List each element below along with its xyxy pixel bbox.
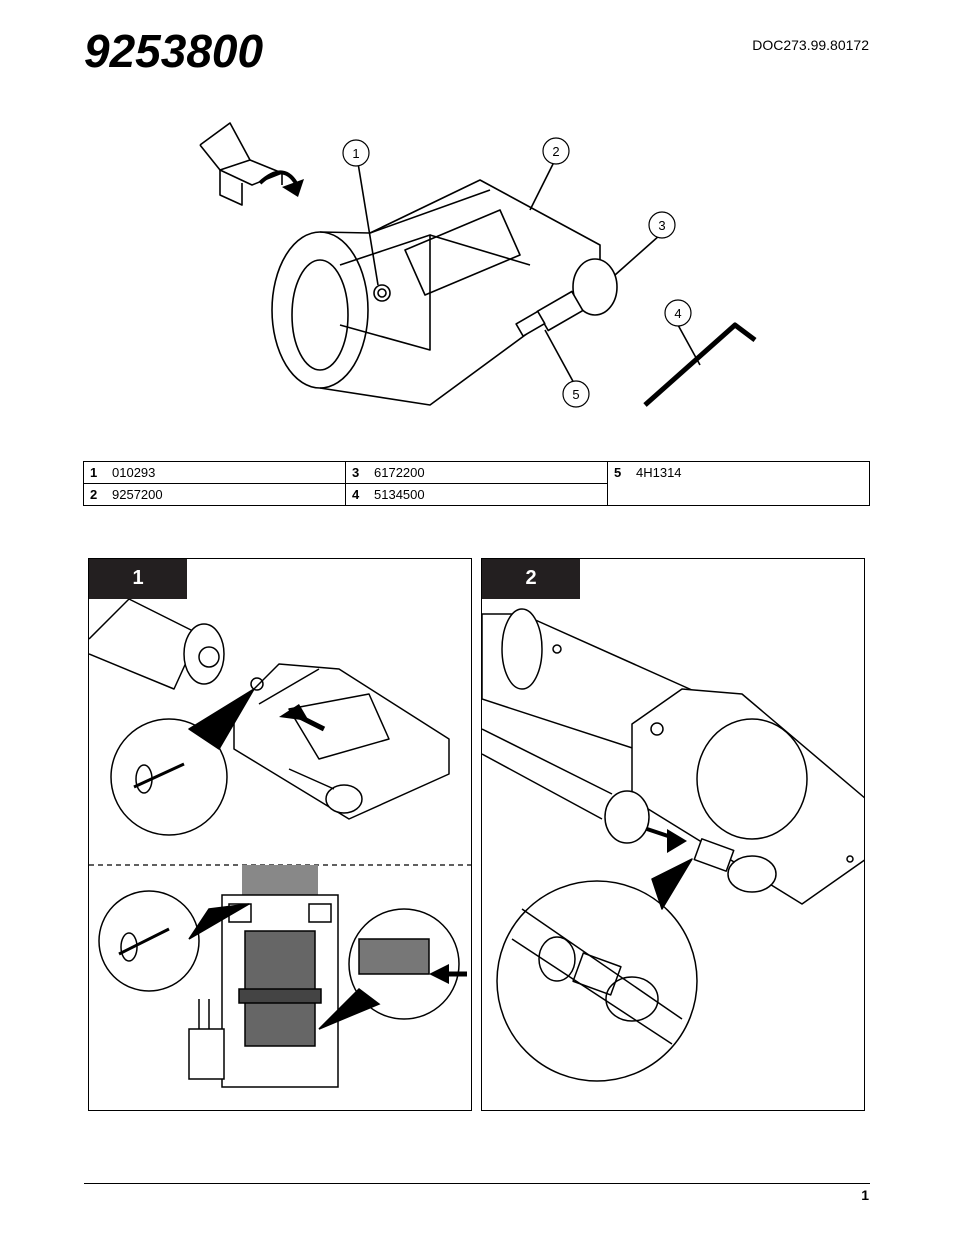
step-2-label: 2 <box>482 559 580 599</box>
document-title: 9253800 <box>84 25 264 77</box>
svg-text:4: 4 <box>674 306 681 321</box>
step-1-label: 1 <box>89 559 187 599</box>
step-1-panel: 1 <box>88 558 472 1111</box>
svg-text:2: 2 <box>552 144 559 159</box>
package-icon <box>199 122 283 206</box>
document-number: DOC273.99.80172 <box>752 37 869 53</box>
callout-2: 2 <box>542 137 570 165</box>
set-screw <box>373 284 391 302</box>
callout-4: 4 <box>664 299 692 327</box>
svg-text:1: 1 <box>352 146 359 161</box>
step-1-illustration <box>89 598 471 1088</box>
parts-overview-illustration: 1 2 3 4 5 <box>199 122 757 408</box>
callout-5: 5 <box>562 380 590 408</box>
step-2-illustration <box>482 608 864 1082</box>
footer-divider <box>84 1183 870 1184</box>
valve-fitting <box>515 258 618 337</box>
svg-text:5: 5 <box>572 387 579 402</box>
page-number: 1 <box>861 1187 869 1203</box>
callout-3: 3 <box>648 211 676 239</box>
fitting-housing <box>271 179 601 406</box>
hex-key <box>643 322 757 407</box>
step-2-panel: 2 <box>481 558 865 1111</box>
svg-text:3: 3 <box>658 218 665 233</box>
callout-1: 1 <box>342 139 370 167</box>
